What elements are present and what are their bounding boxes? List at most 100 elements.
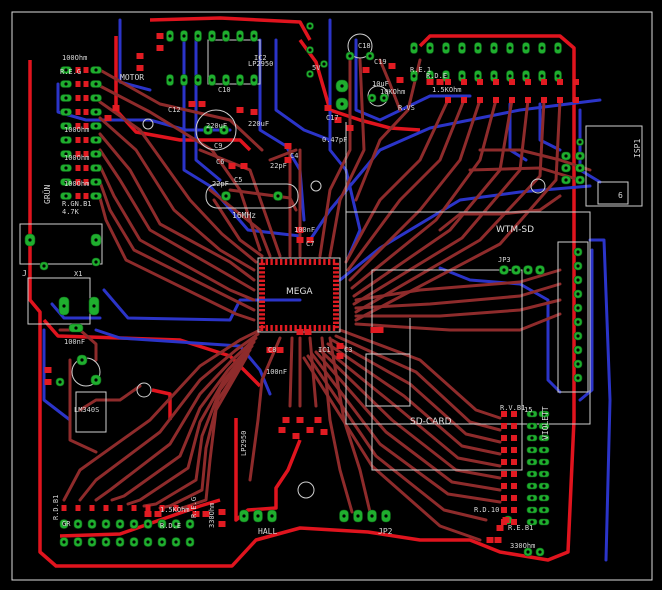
smd-passive [296, 417, 304, 423]
smd-left-col-b [83, 123, 89, 129]
pad-left-col-b-drill [94, 124, 98, 128]
smd-passive [192, 511, 200, 517]
pad-top-header2-drill [444, 74, 448, 78]
label-lp2950-top: LP2950 [248, 60, 273, 68]
smd-mcu-right [333, 321, 339, 324]
pad-top-header-drill [492, 46, 496, 50]
smd-mcu-bottom [328, 325, 331, 331]
pad-jp3-drill [502, 268, 506, 272]
label-c4: C4 [290, 152, 298, 160]
pad-bottom-bank-b-drill [174, 540, 178, 544]
label-220uf: 220uF [206, 122, 227, 130]
smd-mcu-right [333, 309, 339, 312]
smd-mcu-top [280, 259, 283, 265]
smd-res-bot [525, 97, 531, 103]
pad-violett-a-drill [530, 520, 534, 524]
smd-mcu-top [270, 259, 273, 265]
label-lm340: LM340S [74, 406, 99, 414]
smd-passive [486, 537, 494, 543]
smd-mcu-top [294, 259, 297, 265]
smd-res-top [541, 79, 547, 85]
smd-mcu-left [259, 300, 265, 303]
pad-top-header2-drill [524, 74, 528, 78]
label-lp2950: LP2950 [240, 431, 248, 456]
smd-mcu-bottom [323, 325, 326, 331]
smd-passive [44, 379, 52, 385]
smd-res-top [557, 79, 563, 85]
smd-res-bot [445, 97, 451, 103]
smd-mcu-left [259, 267, 265, 270]
pad-top-header-drill [476, 46, 480, 50]
smd-res-top [509, 79, 515, 85]
label-mega: MEGA [286, 287, 313, 297]
pad-top-header-drill [524, 46, 528, 50]
smd-mcu-bottom [289, 325, 292, 331]
smd-left-col-a [75, 151, 81, 157]
smd-mcu-bottom [313, 325, 316, 331]
smd-passive [320, 429, 328, 435]
smd-left-col-b [83, 81, 89, 87]
pad-jp3-drill [538, 268, 542, 272]
label-047pf: 0.47pF [322, 136, 347, 144]
smd-mcu-left [259, 279, 265, 282]
smd-passive [284, 157, 292, 163]
smd-mcu-right [333, 279, 339, 282]
pad-right-header-drill [576, 250, 580, 254]
pad-violett-a-drill [530, 436, 534, 440]
pad-bottom-bank-a-drill [160, 522, 164, 526]
label-left-100ohm-4: 100Ohm [64, 180, 89, 188]
pad-left-col-b-drill [94, 68, 98, 72]
label-15: 15 [524, 406, 532, 414]
pad-violett-a-drill [530, 496, 534, 500]
header-violett-outline [557, 241, 589, 393]
pad-top-row2-drill [182, 78, 186, 82]
smd-mcu-top [304, 259, 307, 265]
crystal-outline [205, 183, 299, 209]
smd-mcu-right [333, 292, 339, 295]
label-1k5-bottom: 1.5KOhm [160, 506, 190, 514]
pad-violett-b-drill [542, 436, 546, 440]
label-100nf-c8: 100nF [266, 368, 287, 376]
label-330-right: 330Ohm [510, 542, 535, 550]
smd-violett-a [501, 495, 507, 501]
smd-mcu-left [259, 262, 265, 266]
label-c9: C9 [214, 142, 222, 150]
label-left-100ohm-1: 100Ohm [62, 54, 87, 62]
mounting-hole-5 [142, 118, 154, 130]
pad-top-header-drill [444, 46, 448, 50]
smd-left-col-a [75, 179, 81, 185]
smd-violett-b [511, 459, 517, 465]
smd-bottom-bank [117, 505, 123, 511]
smd-res-bot [509, 97, 515, 103]
pad-top-header2-drill [508, 74, 512, 78]
smd-bottom-bank [103, 505, 109, 511]
pad-violett-a-drill [530, 484, 534, 488]
smd-mcu-right [333, 283, 339, 287]
smd-mcu-top [328, 259, 331, 265]
smd-bottom-bank [159, 505, 165, 511]
pad-violett-b-drill [542, 508, 546, 512]
label-c3: C3 [344, 346, 352, 354]
smd-passive [240, 163, 248, 169]
smd-left-col-b [83, 151, 89, 157]
smd-passive [292, 433, 300, 439]
smd-bottom-bank [145, 505, 151, 511]
label-c18: C18 [358, 42, 371, 50]
top-fanout [198, 58, 366, 258]
smd-mcu-bottom [270, 325, 273, 331]
pad-cap-drill [58, 380, 62, 384]
label-c12: C12 [168, 106, 181, 114]
pad-jp3-drill [526, 268, 530, 272]
isp-connector-tab [597, 181, 629, 205]
label-10kohm: 10KOhm [380, 88, 405, 96]
pad-top-row-drill [224, 34, 228, 38]
smd-pads [44, 33, 579, 543]
pad-jack-drill [94, 238, 98, 242]
silkscreen [19, 33, 643, 499]
pad-5v-drill [308, 24, 312, 28]
pad-bottom-bank-a-drill [62, 522, 66, 526]
pad-cap9-drill [206, 128, 210, 132]
pad-violett-b-drill [542, 448, 546, 452]
pad-cap19-drill [370, 96, 374, 100]
smd-passive [296, 227, 304, 233]
